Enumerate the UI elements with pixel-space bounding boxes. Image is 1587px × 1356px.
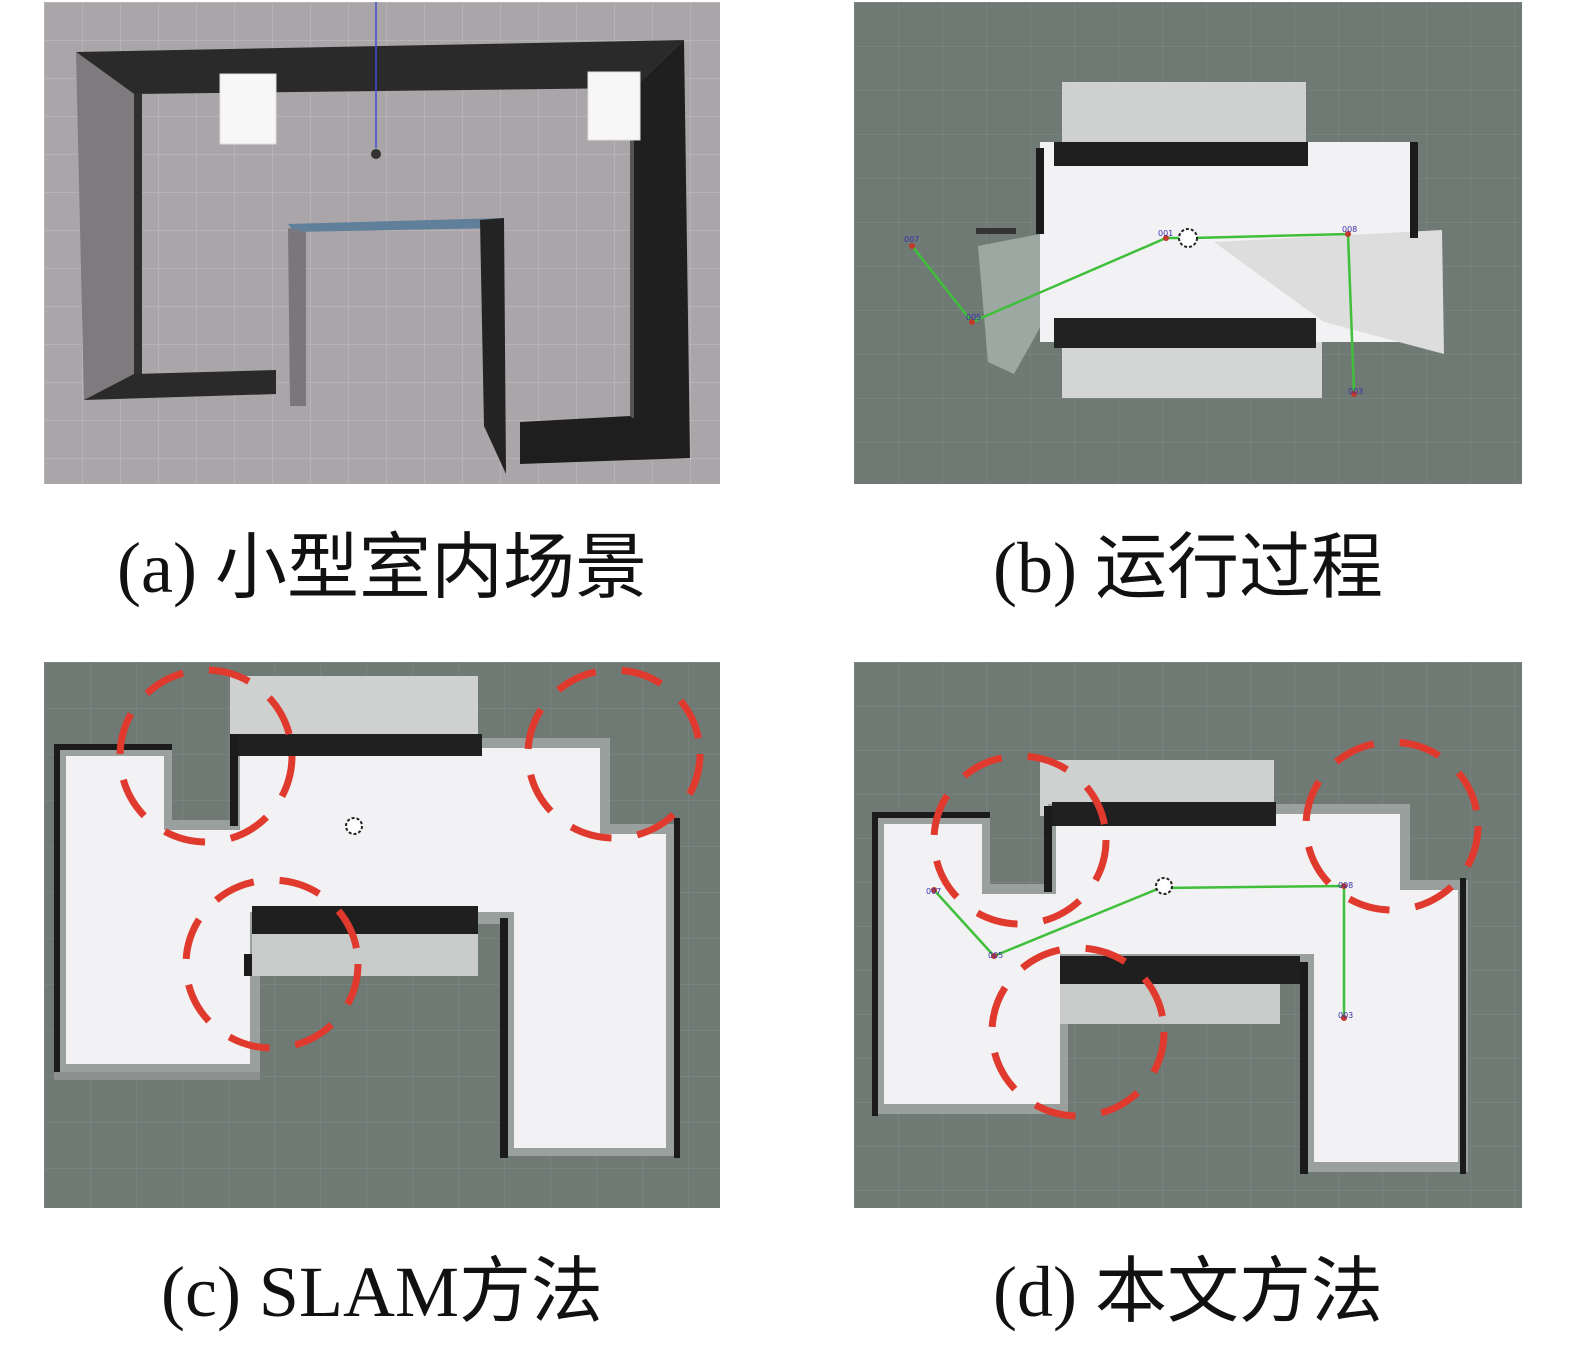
caption-b: (b) 运行过程 xyxy=(993,528,1383,608)
caption-d: (d) 本文方法 xyxy=(993,1252,1383,1332)
caption-a: (a) 小型室内场景 xyxy=(117,528,647,608)
node-label-005: 005 xyxy=(966,313,981,322)
node-label-003: 003 xyxy=(1348,387,1363,396)
node-label-007: 007 xyxy=(904,235,919,244)
panel-c-slam-map xyxy=(44,662,720,1208)
panel-b-running-map: 007 005 001 008 003 xyxy=(854,2,1522,484)
occupancy-map-slam xyxy=(44,662,720,1208)
node-label-007: 007 xyxy=(926,887,941,896)
indoor-scene-render xyxy=(44,2,720,484)
node-label-001: 001 xyxy=(1158,229,1173,238)
node-label-003: 003 xyxy=(1338,1011,1353,1020)
highlight-circles xyxy=(930,738,1482,1120)
highlight-circles xyxy=(116,666,704,1052)
node-label-005: 005 xyxy=(988,951,1003,960)
occupancy-map-proposed: 007 005 008 003 xyxy=(854,662,1522,1208)
node-label-008: 008 xyxy=(1338,881,1353,890)
caption-c: (c) SLAM方法 xyxy=(161,1252,603,1332)
panel-d-proposed-map: 007 005 008 003 xyxy=(854,662,1522,1208)
node-label-008: 008 xyxy=(1342,225,1357,234)
panel-a-scene-image xyxy=(44,2,720,484)
occupancy-map-running: 007 005 001 008 003 xyxy=(854,2,1522,484)
